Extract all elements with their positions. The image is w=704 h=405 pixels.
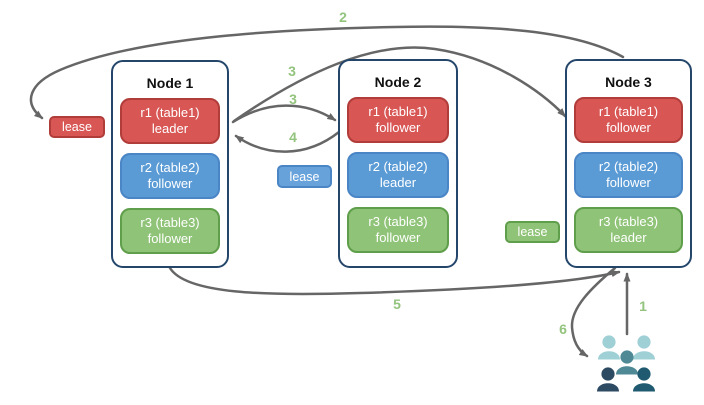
replica-r2-node2: r2 (table2) leader [347,152,449,198]
replica-role: leader [379,175,417,190]
replica-role: leader [610,230,647,245]
step-label-2: 2 [339,9,347,25]
replica-name: r1 (table1) [368,104,428,119]
step-label-3b: 3 [289,91,297,107]
replica-name: r2 (table2) [598,159,659,174]
replica-r1-node1: r1 (table1) leader [120,98,220,144]
replica-role: leader [151,121,189,136]
node-2-title: Node 2 [374,74,422,90]
node-3: Node 3 r1 (table1) follower r2 (table2) … [565,59,692,268]
replica-name: r3 (table3) [598,214,659,229]
arrow-step-3-leader-to-node3 [232,46,567,123]
replica-role: follower [147,231,193,246]
arrow-step-5-node1-to-node3 [168,266,621,296]
replica-name: r2 (table2) [368,159,428,174]
replica-r3-node3: r3 (table3) leader [574,207,683,253]
replica-role: follower [375,120,421,135]
step-label-4: 4 [289,129,297,145]
replica-role: follower [606,175,651,190]
node-3-title: Node 3 [605,74,652,90]
node-1-replicas: r1 (table1) leader r2 (table2) follower … [120,98,220,254]
arrow-step-3-leader-to-node2 [231,104,337,124]
replica-name: r3 (table3) [368,214,428,229]
replica-r2-node1: r2 (table2) follower [120,153,220,199]
step-label-5: 5 [393,296,401,312]
step-label-6: 6 [559,321,567,337]
step-label-3a: 3 [288,63,296,79]
replica-name: r3 (table3) [140,215,200,230]
arrow-step-6-node3-to-clients [570,266,617,358]
lease-badge-red: lease [49,116,105,138]
step-label-1: 1 [639,298,647,314]
arrow-step-4-node2-to-leader [234,130,341,153]
replica-role: follower [147,176,193,191]
replica-name: r1 (table1) [140,105,200,120]
replica-name: r1 (table1) [598,104,659,119]
replica-r1-node2: r1 (table1) follower [347,97,449,143]
lease-badge-green: lease [505,221,560,243]
replica-r2-node3: r2 (table2) follower [574,152,683,198]
arrow-step-2-node3-to-lease [29,25,625,120]
replica-r3-node1: r3 (table3) follower [120,208,220,254]
lease-badge-blue: lease [277,165,332,188]
users-icon [597,335,655,392]
node-1-title: Node 1 [146,75,194,91]
replica-r3-node2: r3 (table3) follower [347,207,449,253]
replica-name: r2 (table2) [140,160,200,175]
node-3-replicas: r1 (table1) follower r2 (table2) followe… [574,97,683,253]
replica-r1-node3: r1 (table1) follower [574,97,683,143]
replica-role: follower [606,120,651,135]
replica-role: follower [375,230,421,245]
node-2-replicas: r1 (table1) follower r2 (table2) leader … [347,97,449,253]
node-1: Node 1 r1 (table1) leader r2 (table2) fo… [111,60,229,268]
node-2: Node 2 r1 (table1) follower r2 (table2) … [338,59,458,268]
